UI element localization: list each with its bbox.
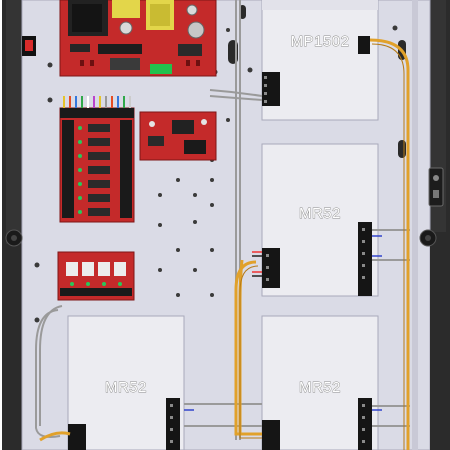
cable-orange-dark bbox=[239, 43, 405, 450]
wire-leads bbox=[184, 235, 382, 411]
auxiliary-board bbox=[139, 111, 217, 161]
module-plate-mp1502: MP1502 bbox=[261, 0, 379, 121]
relay-wiring bbox=[63, 96, 131, 108]
module-label-mr52-middle: MR52 bbox=[299, 205, 341, 222]
power-switch-icon[interactable] bbox=[22, 36, 36, 56]
backplate-holes bbox=[34, 25, 398, 323]
terminal-block bbox=[262, 248, 280, 288]
module-plate-mr52-right: MR52 bbox=[261, 315, 379, 450]
terminal-block bbox=[68, 424, 86, 450]
terminal-block bbox=[262, 420, 280, 450]
terminal-block bbox=[166, 398, 180, 450]
module-label-mr52-left: MR52 bbox=[105, 379, 147, 396]
relay-input-board bbox=[59, 107, 135, 223]
mounting-hole-icon bbox=[5, 229, 437, 247]
module-plate-mr52-middle: MR52 bbox=[261, 143, 379, 297]
module-plate-mr52-left: MR52 bbox=[67, 315, 185, 450]
relay-output-board bbox=[57, 251, 135, 301]
module-label-mp1502: MP1502 bbox=[291, 33, 350, 50]
power-supply-board bbox=[59, 0, 217, 77]
key-lock-icon[interactable] bbox=[428, 167, 444, 207]
module-label-mr52-right: MR52 bbox=[299, 379, 341, 396]
terminal-block bbox=[262, 72, 280, 106]
right-rail bbox=[412, 0, 418, 450]
terminal-block bbox=[358, 222, 372, 296]
terminal-block bbox=[358, 398, 372, 450]
